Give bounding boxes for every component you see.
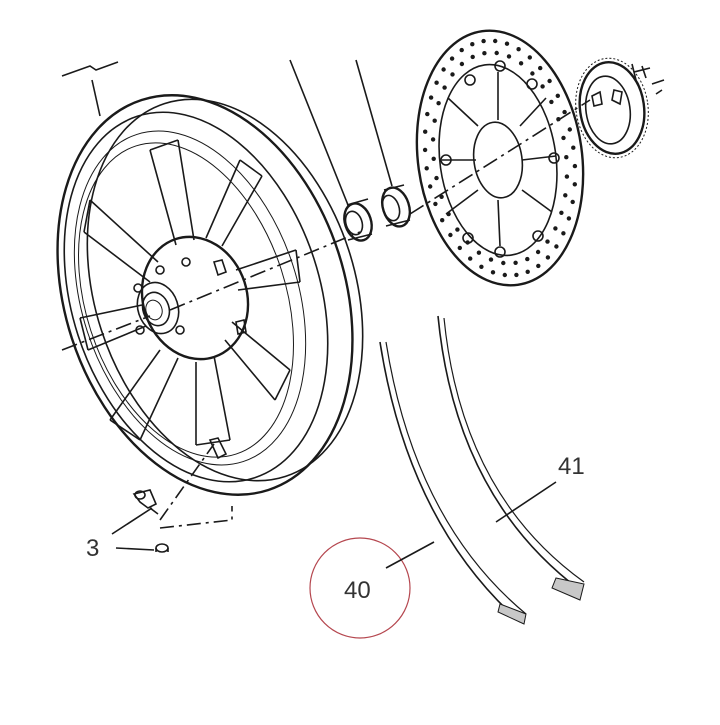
disc-hole xyxy=(441,67,446,72)
disc-hole xyxy=(440,218,445,223)
disc-hole xyxy=(479,264,484,269)
wheel-leader xyxy=(61,61,119,117)
disc-hole xyxy=(434,175,439,181)
disc-hole xyxy=(572,163,578,169)
disc-hole xyxy=(571,145,576,150)
disc-hole xyxy=(455,227,460,232)
disc-hole xyxy=(465,240,470,245)
disc-hole xyxy=(513,260,518,265)
disc-hole xyxy=(459,61,465,67)
disc-hole xyxy=(490,270,496,275)
disc-hole xyxy=(430,137,436,142)
disc-hole xyxy=(442,85,447,90)
disc-hole xyxy=(436,101,441,106)
disc-hole xyxy=(535,249,541,255)
disc-hole xyxy=(450,72,455,77)
disc-hole xyxy=(563,193,568,198)
disc-hole xyxy=(493,38,498,44)
disc-hole xyxy=(468,256,473,261)
disc-hole xyxy=(424,166,429,171)
disc-hole xyxy=(525,256,530,262)
disc-hole xyxy=(567,127,572,132)
disc-hole xyxy=(554,244,559,249)
callout-40: 40 xyxy=(309,537,435,639)
abs-tone-ring xyxy=(575,57,649,159)
disc-hole xyxy=(562,109,567,115)
callout-40-highlight-ring xyxy=(309,537,411,639)
disc-hole xyxy=(431,156,436,161)
disc-hole xyxy=(428,184,433,189)
disc-hole xyxy=(540,84,545,89)
rim-strip-41 xyxy=(437,315,585,601)
disc-hole xyxy=(555,93,560,99)
disc-hole xyxy=(547,78,552,84)
callout-3-label: 3 xyxy=(86,535,99,562)
callout-41-label: 41 xyxy=(558,453,585,480)
disc-hole xyxy=(457,245,462,251)
disc-hole xyxy=(446,211,451,217)
disc-hole xyxy=(432,118,437,123)
valve-cap-elbow xyxy=(132,489,159,515)
valve-cap-small xyxy=(155,543,169,553)
disc-hole xyxy=(559,210,564,215)
disc-hole xyxy=(545,239,550,244)
disc-hole xyxy=(428,95,434,100)
disc-hole xyxy=(518,61,524,66)
disc-hole xyxy=(564,155,569,160)
disc-hole xyxy=(536,263,541,269)
brake-disc-holes xyxy=(422,38,578,278)
brake-disc xyxy=(415,29,585,287)
disc-hole xyxy=(422,147,428,153)
disc-hole xyxy=(488,257,494,262)
disc-hole xyxy=(527,55,532,60)
disc-hole xyxy=(572,182,577,187)
disc-hole xyxy=(561,231,566,236)
bearing-right xyxy=(380,184,412,228)
disc-hole xyxy=(470,54,475,60)
disc-hole xyxy=(538,65,543,71)
disc-hole xyxy=(434,80,439,85)
disc-hole xyxy=(448,232,453,238)
disc-hole xyxy=(433,201,438,207)
disc-hole xyxy=(570,199,575,205)
valve-stem xyxy=(208,437,228,460)
callout-40-label: 40 xyxy=(344,577,371,604)
ring-bolts xyxy=(631,63,665,95)
disc-hole xyxy=(481,38,486,44)
disc-hole xyxy=(504,41,510,46)
disc-hole xyxy=(553,226,558,231)
valve-centerline xyxy=(159,443,233,529)
disc-hole xyxy=(439,194,444,199)
callout-3: 3 xyxy=(86,507,155,562)
disc-hole xyxy=(502,272,507,278)
disc-hole xyxy=(561,135,566,141)
disc-hole xyxy=(564,174,570,179)
disc-hole xyxy=(423,129,428,134)
wheel-rim xyxy=(56,94,364,496)
disc-hole xyxy=(530,71,535,76)
disc-hole xyxy=(425,111,430,117)
callout-41: 41 xyxy=(495,453,585,523)
disc-hole xyxy=(476,250,482,255)
bearing-leaders xyxy=(289,59,393,206)
bearing-left xyxy=(343,198,373,242)
rim-strip-40 xyxy=(379,341,527,625)
disc-hole xyxy=(516,47,521,52)
disc-hole xyxy=(514,272,519,278)
disc-hole xyxy=(556,117,561,122)
wheel-hub xyxy=(133,235,250,361)
disc-hole xyxy=(525,269,530,274)
disc-hole xyxy=(470,42,475,47)
disc-hole xyxy=(459,47,464,53)
disc-hole xyxy=(449,56,455,61)
disc-hole xyxy=(545,255,551,260)
disc-hole xyxy=(494,50,499,56)
disc-hole xyxy=(482,51,487,56)
wheel-spokes xyxy=(79,139,301,446)
disc-hole xyxy=(501,260,506,266)
disc-hole xyxy=(566,216,572,221)
disc-hole xyxy=(549,99,554,105)
disc-hole xyxy=(506,54,512,59)
